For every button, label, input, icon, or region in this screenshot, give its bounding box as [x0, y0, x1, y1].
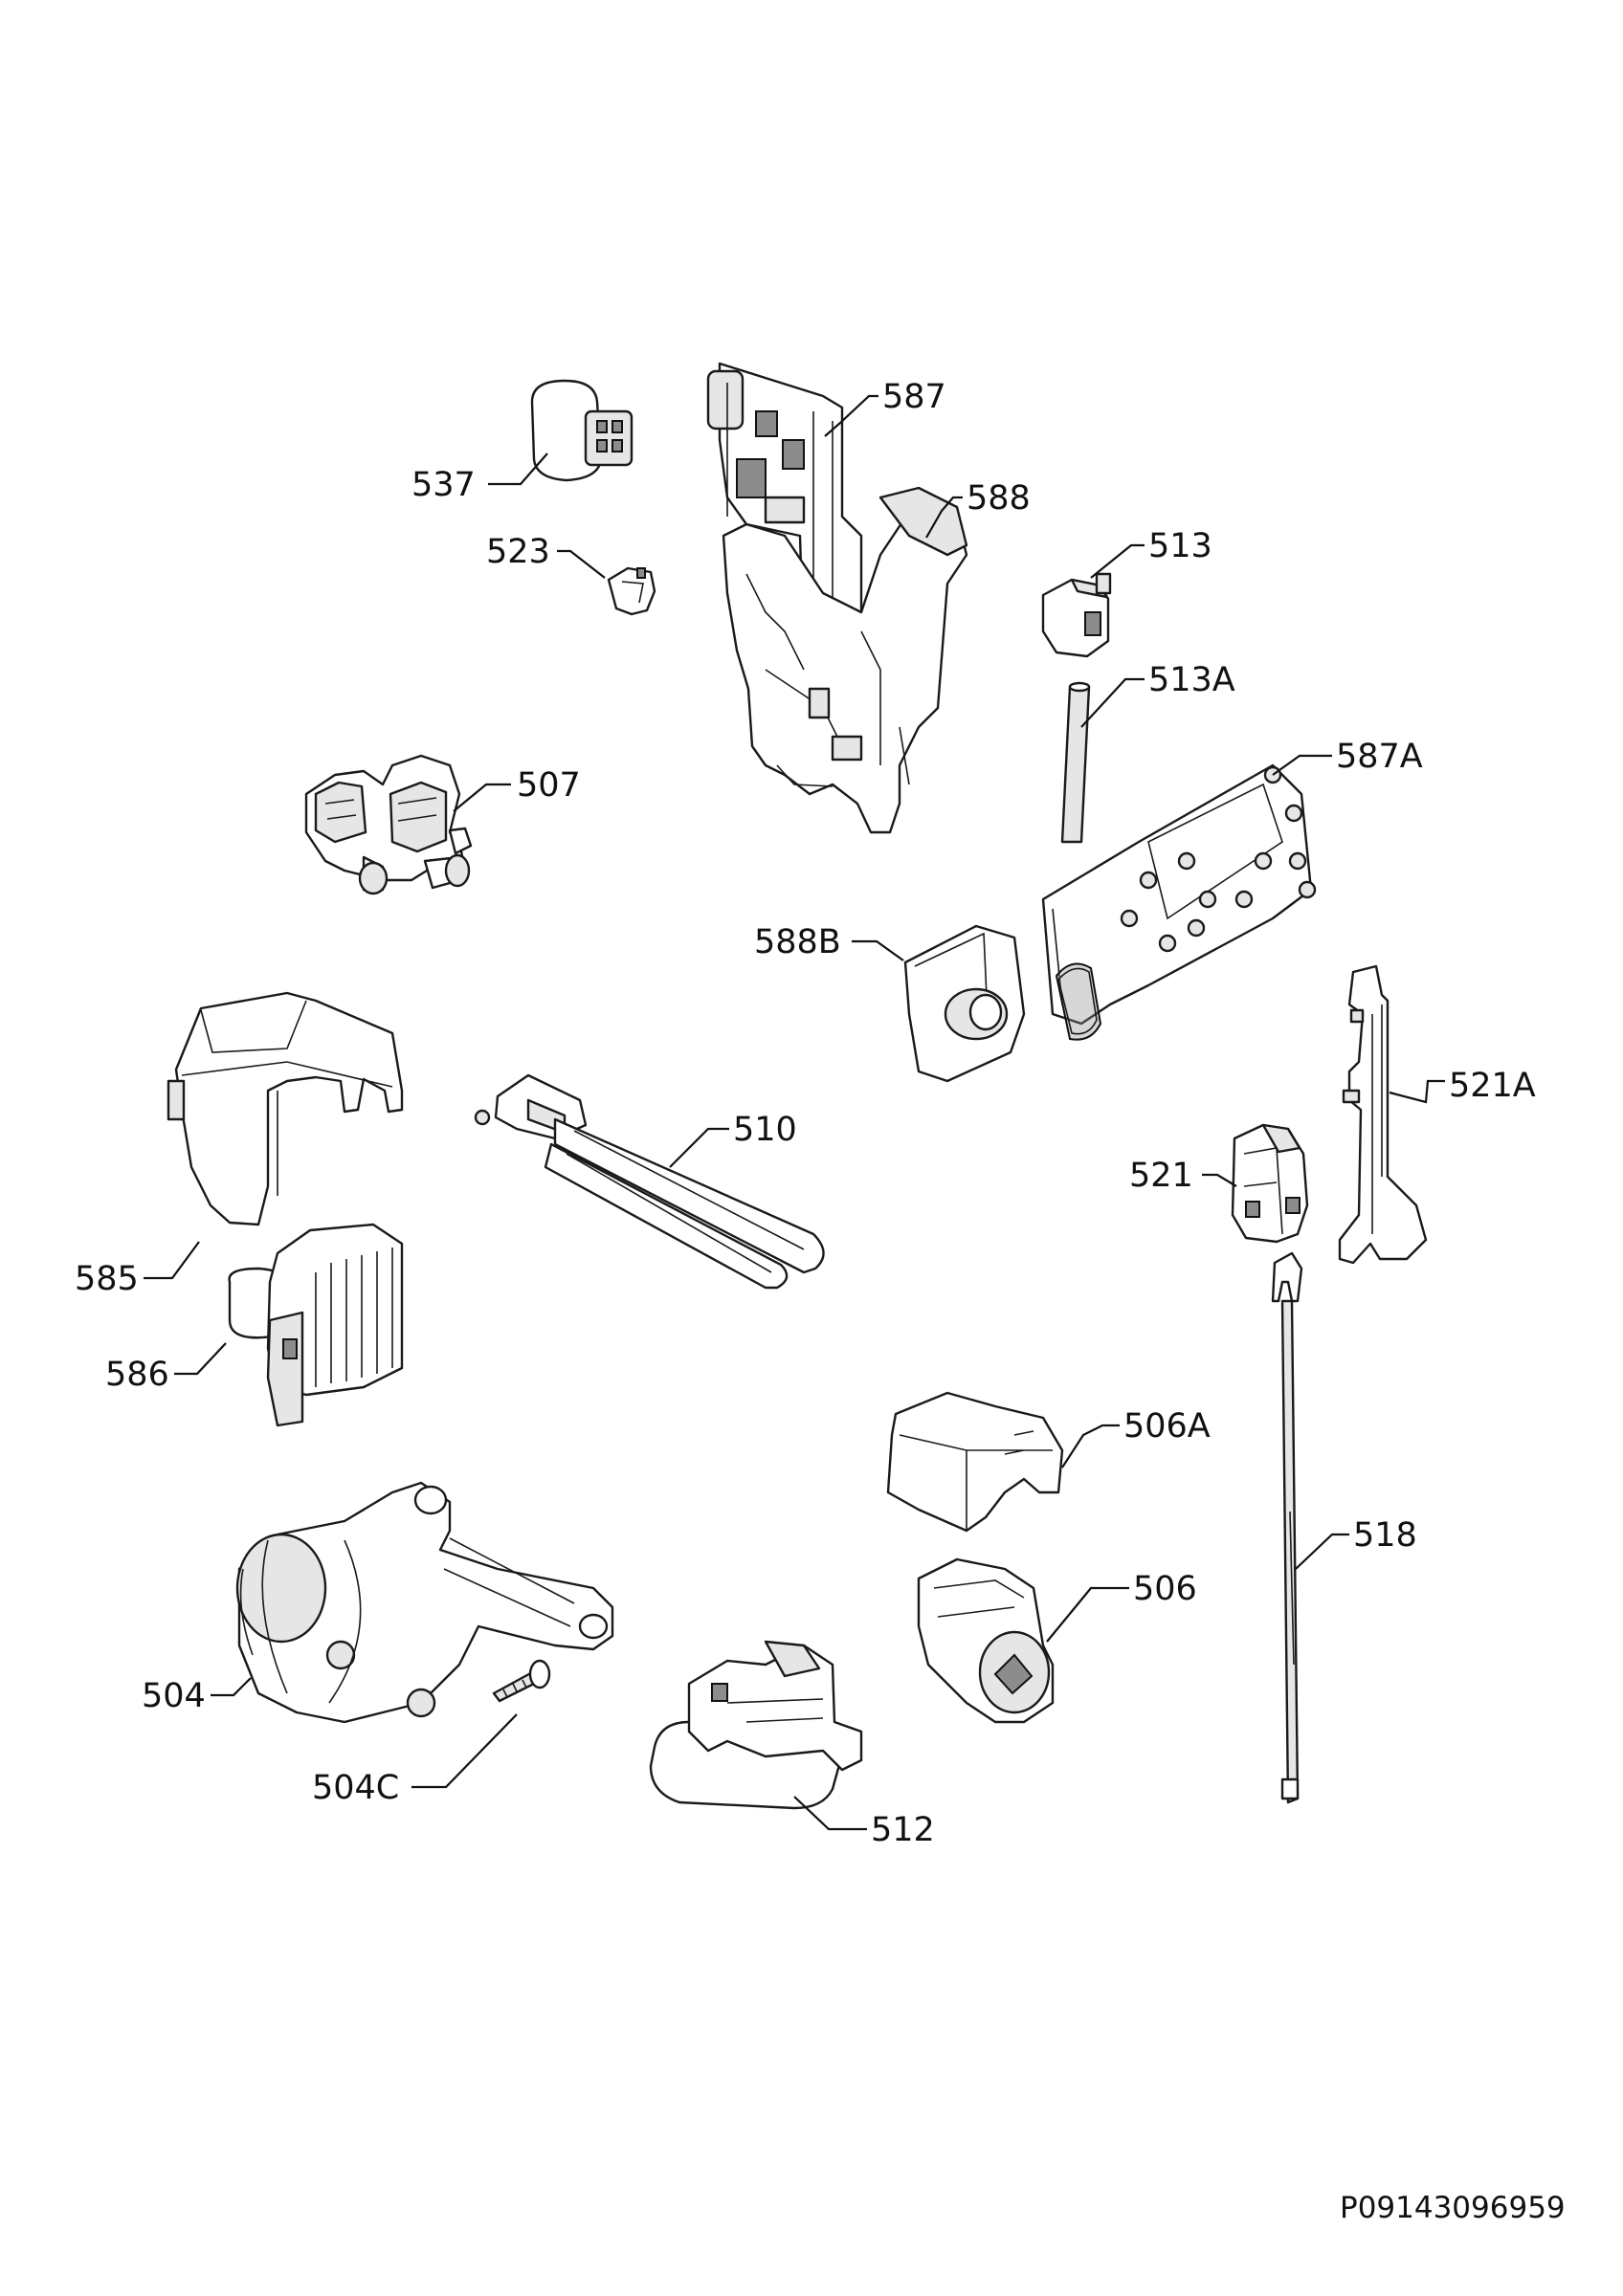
leader-587 — [824, 394, 878, 437]
leader-504C — [411, 1713, 518, 1789]
label-587A[interactable]: 587A — [1336, 738, 1423, 776]
label-506A[interactable]: 506A — [1123, 1407, 1211, 1446]
label-586[interactable]: 586 — [105, 1356, 169, 1394]
part-585-motor-cover[interactable] — [167, 991, 404, 1226]
part-507-inlet-valve[interactable] — [304, 754, 473, 895]
part-506-drain-pump[interactable] — [917, 1557, 1055, 1724]
leader-586 — [174, 1342, 227, 1376]
label-510[interactable]: 510 — [733, 1111, 797, 1149]
label-512[interactable]: 512 — [871, 1811, 935, 1849]
part-521-door-lock[interactable] — [1231, 1123, 1309, 1244]
leader-588B — [852, 939, 904, 961]
leader-506A — [1061, 1424, 1120, 1468]
label-521A[interactable]: 521A — [1449, 1067, 1536, 1105]
leader-506 — [1046, 1586, 1129, 1643]
leader-521A — [1389, 1079, 1445, 1104]
label-537[interactable]: 537 — [411, 466, 476, 504]
part-523-clip[interactable] — [607, 566, 656, 616]
label-518[interactable]: 518 — [1353, 1516, 1417, 1555]
label-588B[interactable]: 588B — [754, 923, 841, 961]
part-513A-light-guide[interactable] — [1060, 681, 1091, 844]
leader-518 — [1295, 1533, 1349, 1570]
label-587[interactable]: 587 — [882, 378, 946, 416]
leader-504 — [211, 1677, 252, 1697]
label-504C[interactable]: 504C — [312, 1769, 399, 1807]
part-587A-display-board[interactable] — [1041, 763, 1317, 1041]
leader-523 — [557, 549, 606, 579]
part-588B-pressure-switch[interactable] — [903, 924, 1026, 1083]
part-506A-pump-cover[interactable] — [886, 1391, 1064, 1533]
part-586-motor-control-module[interactable] — [228, 1223, 404, 1427]
leader-510 — [669, 1127, 729, 1168]
part-518-door-lock-wire[interactable] — [1271, 1251, 1303, 1804]
leader-588 — [925, 496, 963, 539]
document-code: P09143096959 — [1340, 2191, 1566, 2225]
part-510-heating-element[interactable] — [474, 1073, 825, 1290]
part-512-pump-filter-housing[interactable] — [649, 1640, 863, 1810]
label-585[interactable]: 585 — [75, 1260, 139, 1298]
label-521[interactable]: 521 — [1129, 1157, 1193, 1195]
leader-507 — [453, 783, 511, 812]
part-504-motor[interactable] — [235, 1481, 614, 1724]
label-507[interactable]: 507 — [517, 766, 581, 805]
part-504C-screw[interactable] — [492, 1659, 551, 1703]
leader-587A — [1272, 754, 1332, 776]
part-588-board-housing[interactable] — [722, 486, 968, 834]
leader-513A — [1080, 677, 1145, 728]
label-523[interactable]: 523 — [486, 533, 550, 571]
leader-513 — [1090, 543, 1145, 579]
part-521A-door-lock-bracket[interactable] — [1338, 964, 1428, 1265]
leader-521 — [1202, 1173, 1237, 1187]
label-504[interactable]: 504 — [142, 1677, 206, 1715]
label-588[interactable]: 588 — [967, 479, 1031, 518]
leader-537 — [488, 453, 548, 486]
label-513[interactable]: 513 — [1148, 527, 1212, 565]
label-506[interactable]: 506 — [1133, 1570, 1197, 1608]
leader-512 — [793, 1796, 867, 1831]
part-513-connector[interactable] — [1041, 572, 1112, 658]
leader-585 — [144, 1241, 200, 1280]
part-537-suppressor[interactable] — [530, 379, 634, 482]
label-513A[interactable]: 513A — [1148, 661, 1235, 699]
